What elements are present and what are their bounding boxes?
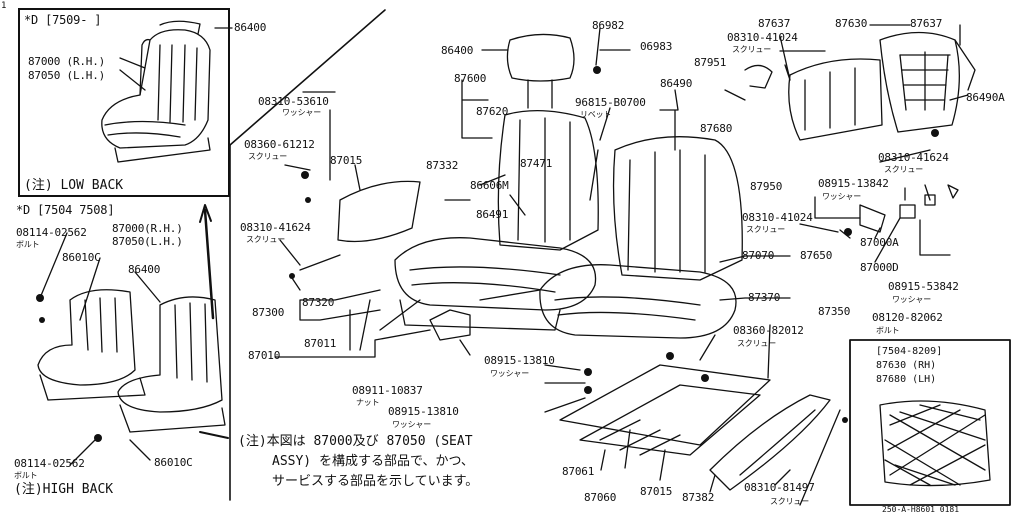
label-08114-02562-bottom: 08114-02562 (14, 457, 85, 470)
label-06983: 06983 (640, 40, 673, 53)
label-87950: 87950 (750, 180, 783, 193)
label-08915-13810-a: 08915-13810 (484, 354, 555, 367)
label-08114-02562-top: 08114-02562 (16, 226, 87, 239)
high-back-caption: (注)HIGH BACK (14, 482, 114, 497)
label-87350: 87350 (818, 305, 851, 318)
label-08310-41624-right: 08310-41624 (878, 151, 949, 164)
label-08911-10837: 08911-10837 (352, 384, 423, 397)
label-87650: 87650 (800, 249, 833, 262)
label-08310-41024-b: 08310-41024 (742, 211, 813, 224)
label-86982: 86982 (592, 19, 625, 32)
label-08310-81497: 08310-81497 (744, 481, 815, 494)
label-87332: 87332 (426, 159, 459, 172)
high-back-variant: *D [7504 7508] (16, 203, 115, 217)
label-87630: 87630 (835, 17, 868, 30)
label-08310-53610: 08310-53610 (258, 95, 329, 108)
label-86010c-top: 86010C (62, 251, 101, 264)
sub-08120-82062: ボルト (876, 326, 900, 335)
bolt-bottom-sub: ボルト (14, 471, 38, 480)
label-08120-82062: 08120-82062 (872, 311, 943, 324)
label-87600: 87600 (454, 72, 487, 85)
sub-08310-41624-left: スクリュー (246, 235, 285, 244)
label-86400-bottom: 86400 (128, 263, 161, 276)
label-86490: 86490 (660, 77, 693, 90)
label-08915-13842: 08915-13842 (818, 177, 889, 190)
label-87680: 87680 (700, 122, 733, 135)
label-86400-center: 86400 (441, 44, 474, 57)
label-86490a: 86490A (966, 91, 1005, 104)
label-87300: 87300 (252, 306, 285, 319)
bolt-top-sub: ボルト (16, 240, 40, 249)
label-08310-41024-a: 08310-41024 (727, 31, 798, 44)
label-87000-rh-top: 87000 (R.H.) (28, 55, 106, 68)
label-08915-53842: 08915-53842 (888, 280, 959, 293)
note-line-3: サービスする部品を示しています。 (272, 474, 479, 489)
sub-08360-82012: スクリュー (737, 339, 776, 348)
label-87320: 87320 (302, 296, 335, 309)
sub-08915-13810-b: ワッシャー (392, 420, 431, 429)
reference-code: 250-A-H8601 0181 (882, 505, 960, 514)
label-87015-top: 87015 (330, 154, 363, 167)
label-87951: 87951 (694, 56, 727, 69)
inset-variant: [7504-8209] (876, 346, 943, 357)
label-87070: 87070 (742, 249, 775, 262)
sub-08915-53842: ワッシャー (892, 295, 931, 304)
sub-96815: リベット (580, 110, 612, 119)
label-87010: 87010 (248, 349, 281, 362)
label-86010c-bottom: 86010C (154, 456, 193, 469)
inset-87630-rh: 87630 (RH) (876, 360, 937, 371)
label-86491: 86491 (476, 208, 509, 221)
sub-08915-13810-a: ワッシャー (490, 369, 529, 378)
label-87637-a: 87637 (758, 17, 791, 30)
label-96815-b0700: 96815-B0700 (575, 96, 646, 109)
sub-08911-10837: ナット (356, 398, 380, 407)
inset-87680-lh: 87680 (LH) (876, 374, 937, 385)
low-back-caption: (注) LOW BACK (24, 178, 124, 193)
sub-08310-41624-right: スクリュー (884, 165, 923, 174)
label-87015-bottom: 87015 (640, 485, 673, 498)
sub-08915-13842: ワッシャー (822, 192, 861, 201)
label-87061: 87061 (562, 465, 595, 478)
label-87000-rh-bottom: 87000(R.H.) (112, 222, 183, 235)
sub-08310-41024-b: スクリュー (746, 225, 785, 234)
page-marker: 1 (1, 1, 7, 11)
label-87050-lh-bottom: 87050(L.H.) (112, 235, 183, 248)
label-08915-13810-b: 08915-13810 (388, 405, 459, 418)
note-line-1: (注)本図は 87000及び 87050 (SEAT (238, 434, 473, 449)
sub-08310-41024-a: スクリュー (732, 45, 771, 54)
label-86606m: 86606M (470, 179, 509, 192)
low-back-variant: *D [7509- ] (24, 13, 102, 27)
sub-08310-53610: ワッシャー (282, 108, 321, 117)
sub-08360-61212: スクリュー (248, 152, 287, 161)
label-08360-82012: 08360-82012 (733, 324, 804, 337)
label-87471: 87471 (520, 157, 553, 170)
label-87000a: 87000A (860, 236, 899, 249)
label-08310-41624-left: 08310-41624 (240, 221, 311, 234)
label-87637-b: 87637 (910, 17, 943, 30)
label-87000d: 87000D (860, 261, 899, 274)
low-back-box (18, 8, 230, 197)
sub-08310-81497: スクリュー (770, 497, 809, 506)
label-08360-61212: 08360-61212 (244, 138, 315, 151)
label-87620: 87620 (476, 105, 509, 118)
note-line-2: ASSY) を構成する部品で、かつ、 (272, 454, 474, 469)
label-87370: 87370 (748, 291, 781, 304)
label-86400-top: 86400 (234, 21, 267, 34)
label-87382: 87382 (682, 491, 715, 504)
label-87011: 87011 (304, 337, 337, 350)
label-87050-lh-top: 87050 (L.H.) (28, 69, 106, 82)
label-87060: 87060 (584, 491, 617, 504)
